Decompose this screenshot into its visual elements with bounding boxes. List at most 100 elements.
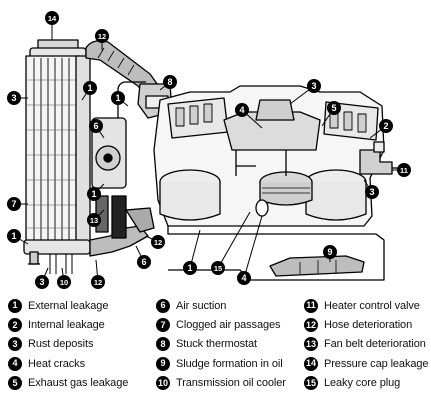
legend-item: 6 Air suction — [156, 296, 286, 315]
legend-column-2: 6 Air suction 7 Clogged air passages 8 Stuc… — [156, 296, 286, 393]
radiator — [23, 39, 91, 265]
callout-badge — [183, 261, 197, 275]
callout-badge — [307, 79, 321, 93]
callout-badge — [151, 235, 165, 249]
legend-number-badge: 5 — [8, 376, 22, 391]
legend-number-badge: 3 — [8, 337, 22, 352]
legend-label: Heat cracks — [28, 357, 85, 370]
callout-number: 3 — [39, 277, 44, 287]
callout-number: 12 — [154, 238, 162, 247]
callout-badge — [91, 275, 105, 289]
callout-badge — [95, 29, 109, 43]
callout-number: 1 — [87, 83, 92, 93]
legend-number-badge: 15 — [304, 376, 318, 391]
legend-number-badge: 13 — [304, 337, 318, 352]
legend-label: Pressure cap leakage — [324, 357, 429, 370]
callout-badge — [137, 255, 151, 269]
legend-number-badge: 6 — [156, 298, 170, 313]
legend-number-badge: 2 — [8, 318, 22, 333]
callout-number: 6 — [141, 257, 146, 267]
callout-number: 1 — [91, 189, 96, 199]
legend-label: Transmission oil cooler — [176, 377, 286, 390]
legend-item: 15 Leaky core plug — [304, 374, 428, 393]
callout-number: 8 — [167, 77, 172, 87]
legend-item: 1 External leakage — [8, 296, 128, 315]
engine-block — [153, 85, 385, 227]
legend-column-1: 1 External leakage 2 Internal leakage 3 Rus… — [8, 296, 128, 393]
callout-number: 1 — [115, 93, 120, 103]
legend-label: Exhaust gas leakage — [28, 377, 129, 390]
callout-number: 14 — [48, 14, 57, 23]
legend-item: 11 Heater control valve — [304, 296, 428, 315]
callout-badge — [7, 91, 21, 105]
legend-item: 3 Rust deposits — [8, 335, 128, 354]
callout-number: 6 — [93, 121, 98, 131]
legend-number-badge: 14 — [304, 356, 318, 371]
callout-number: 3 — [11, 93, 16, 103]
legend-item: 4 Heat cracks — [8, 354, 128, 373]
legend-label: Rust deposits — [28, 338, 94, 351]
legend-number-badge: 8 — [156, 337, 170, 352]
callout-number: 1 — [11, 231, 16, 241]
callout-badge — [87, 213, 101, 227]
callout-number: 9 — [327, 247, 332, 257]
legend-item: 13 Fan belt deterioration — [304, 335, 428, 354]
oil-pan — [167, 226, 385, 281]
legend-label: External leakage — [28, 299, 109, 312]
legend-label: Stuck thermostat — [176, 338, 257, 351]
legend-number-badge: 7 — [156, 318, 170, 333]
callout-leader-line — [243, 215, 263, 279]
callout-number: 3 — [369, 187, 374, 197]
callout-badge — [211, 261, 225, 275]
callout-badge — [111, 91, 125, 105]
callout-badge — [7, 197, 21, 211]
callout-number: 4 — [239, 105, 244, 115]
legend-item: 8 Stuck thermostat — [156, 335, 286, 354]
callout-badge — [83, 81, 97, 95]
callout-badge — [235, 103, 249, 117]
callout-badge — [379, 119, 393, 133]
callout-badge — [45, 11, 59, 25]
callout-badge — [35, 275, 49, 289]
legend-label: Sludge formation in oil — [176, 357, 283, 370]
legend: 1 External leakage 2 Internal leakage 3 Rus… — [0, 292, 431, 400]
callout-number: 12 — [94, 278, 102, 287]
legend-item: 14 Pressure cap leakage — [304, 354, 429, 373]
legend-number-badge: 10 — [156, 376, 170, 391]
callout-number: 2 — [383, 121, 388, 131]
legend-label: Heater control valve — [324, 299, 420, 312]
callout-leader-line — [217, 211, 251, 269]
callout-number: 4 — [241, 273, 246, 283]
callout-number: 15 — [214, 264, 222, 273]
callout-badge — [237, 271, 251, 285]
legend-label: Internal leakage — [28, 319, 105, 332]
callout-badge — [87, 187, 101, 201]
callout-badge — [163, 75, 177, 89]
legend-label: Air suction — [176, 299, 227, 312]
callout-number: 12 — [98, 32, 106, 41]
legend-number-badge: 4 — [8, 356, 22, 371]
legend-item: 7 Clogged air passages — [156, 315, 286, 334]
callout-badge — [397, 163, 411, 177]
legend-label: Leaky core plug — [324, 377, 401, 390]
callout-number: 3 — [311, 81, 316, 91]
callout-badge — [365, 185, 379, 199]
transmission-oil-cooler-lines — [49, 254, 73, 274]
legend-label: Hose deterioration — [324, 319, 413, 332]
legend-number-badge: 11 — [304, 298, 318, 313]
legend-number-badge: 1 — [8, 298, 22, 313]
legend-item: 10 Transmission oil cooler — [156, 374, 286, 393]
callout-number: 1 — [187, 263, 192, 273]
legend-item: 5 Exhaust gas leakage — [8, 374, 128, 393]
callout-badge — [89, 119, 103, 133]
callout-badge — [327, 101, 341, 115]
callout-number: 11 — [400, 166, 408, 175]
legend-item: 2 Internal leakage — [8, 315, 128, 334]
legend-number-badge: 9 — [156, 356, 170, 371]
legend-label: Fan belt deterioration — [324, 338, 426, 351]
water-pump-fan — [91, 81, 146, 239]
legend-label: Clogged air passages — [176, 319, 281, 332]
